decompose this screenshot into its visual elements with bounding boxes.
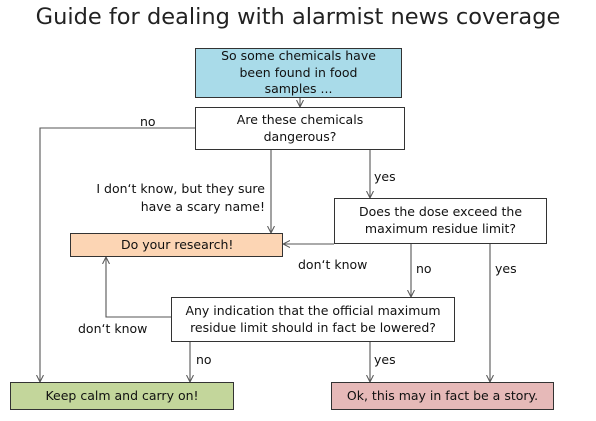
- label-dangerous-unknown-line1: I don‘t know, but they sure: [96, 181, 265, 196]
- label-dose-no: no: [416, 261, 432, 276]
- node-start: So some chemicals have been found in foo…: [195, 48, 402, 98]
- node-dose: Does the dose exceed the maximum residue…: [334, 198, 547, 244]
- node-research: Do your research!: [70, 233, 283, 257]
- edge-lowered-unknown-to-research: [106, 257, 171, 318]
- label-dose-yes: yes: [495, 261, 517, 276]
- label-lowered-unknown: don‘t know: [78, 321, 148, 336]
- node-dangerous: Are these chemicals dangerous?: [195, 107, 405, 150]
- label-lowered-yes: yes: [374, 352, 396, 367]
- label-dangerous-yes: yes: [374, 169, 396, 184]
- diagram-title: Guide for dealing with alarmist news cov…: [35, 4, 561, 30]
- node-calm: Keep calm and carry on!: [10, 382, 234, 410]
- node-story: Ok, this may in fact be a story.: [331, 382, 554, 410]
- label-dangerous-unknown-line2: have a scary name!: [140, 199, 265, 214]
- label-dose-unknown: don‘t know: [298, 257, 368, 272]
- label-lowered-no: no: [196, 352, 212, 367]
- edge-dangerous-no-to-calm: [40, 127, 195, 382]
- label-dangerous-no: no: [140, 114, 156, 129]
- node-lowered: Any indication that the official maximum…: [171, 297, 455, 342]
